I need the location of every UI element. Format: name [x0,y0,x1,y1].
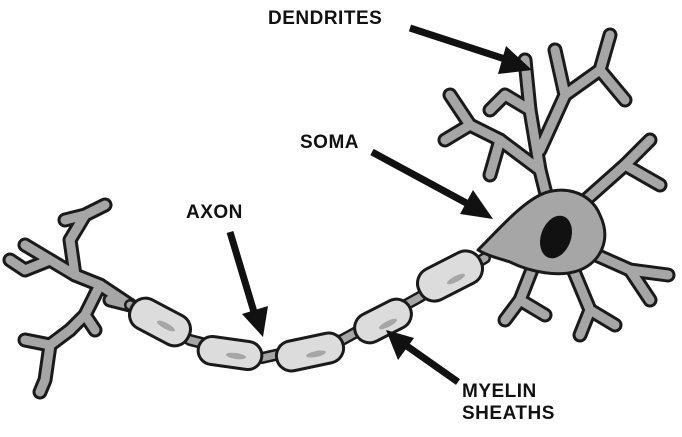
soma [478,190,605,274]
myelin-sheath [274,330,347,373]
axon-label: AXON [186,202,243,224]
dendrites-arrow [410,28,532,74]
myelin-sheaths-label: MYELIN SHEATHS [462,381,555,425]
myelin-arrow [386,330,458,382]
neuron [10,35,668,392]
soma-arrow [372,152,493,219]
myelin-sheath [412,245,488,306]
myelin-label-line1: MYELIN [462,381,555,403]
myelin-label-line2: SHEATHS [462,403,555,425]
myelin-sheaths [124,245,488,373]
axon-arrow [230,232,268,337]
soma-label: SOMA [300,132,359,154]
dendrites-label: DENDRITES [268,8,382,30]
